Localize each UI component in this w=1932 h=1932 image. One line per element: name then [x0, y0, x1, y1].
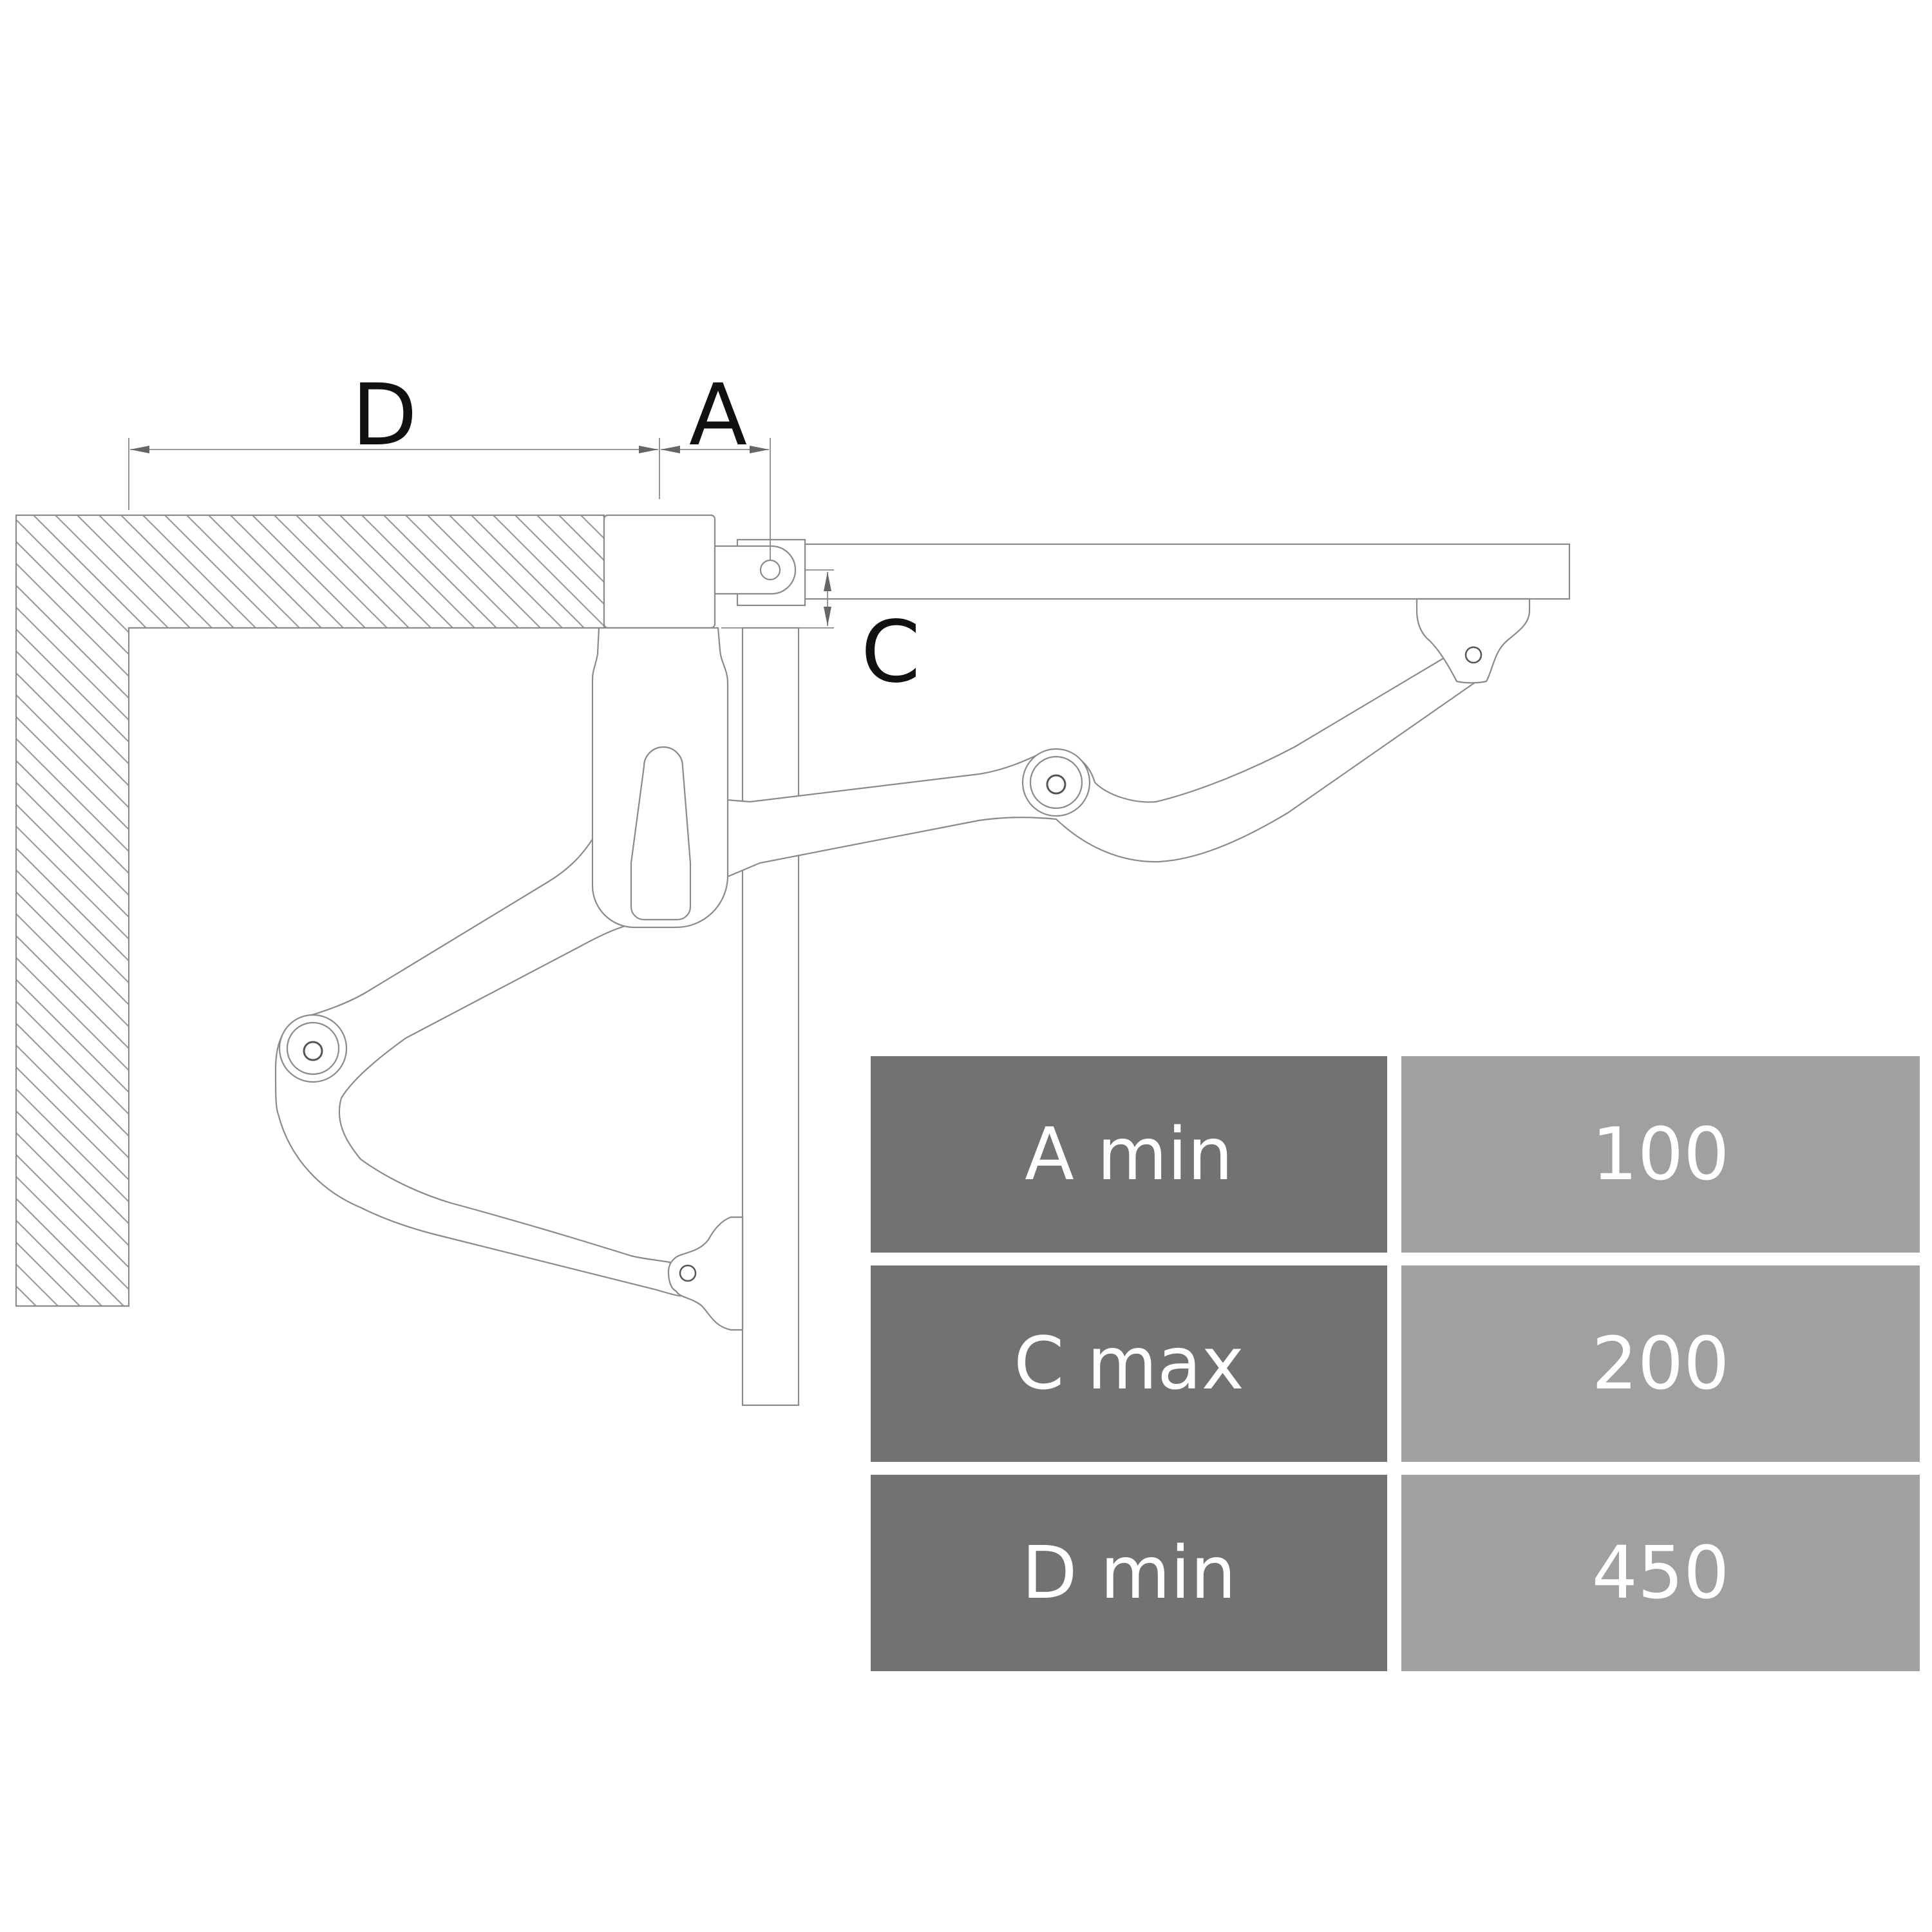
dimension-label-a: A — [689, 366, 747, 465]
motor-bracket — [603, 514, 716, 629]
spec-key-d-min: D min — [871, 1475, 1387, 1671]
spec-key-c-max: C max — [871, 1265, 1387, 1462]
lower-arm-bracket — [667, 1216, 744, 1331]
spec-value-d-min: 450 — [1401, 1475, 1920, 1671]
motor-window — [630, 746, 692, 921]
wall-section — [15, 514, 605, 1307]
upper-arm-link — [725, 656, 1476, 878]
spec-key-a-min: A min — [871, 1056, 1387, 1253]
spec-value-a-min: 100 — [1401, 1056, 1920, 1253]
spec-value-c-max: 200 — [1401, 1265, 1920, 1462]
gate-post — [741, 627, 800, 1406]
pivot-bracket-lower-pin — [679, 1264, 697, 1282]
pivot-lower-pin — [303, 1041, 323, 1061]
upper-arm-bracket — [1416, 598, 1531, 684]
dimension-label-d: D — [352, 366, 417, 465]
dimension-label-c: C — [861, 603, 920, 702]
hinge-knuckle — [714, 545, 797, 595]
hinge-axis — [759, 559, 781, 581]
gate-leaf-open — [804, 543, 1571, 600]
pivot-bracket-upper-pin — [1464, 646, 1482, 664]
pivot-upper-pin — [1046, 774, 1066, 795]
